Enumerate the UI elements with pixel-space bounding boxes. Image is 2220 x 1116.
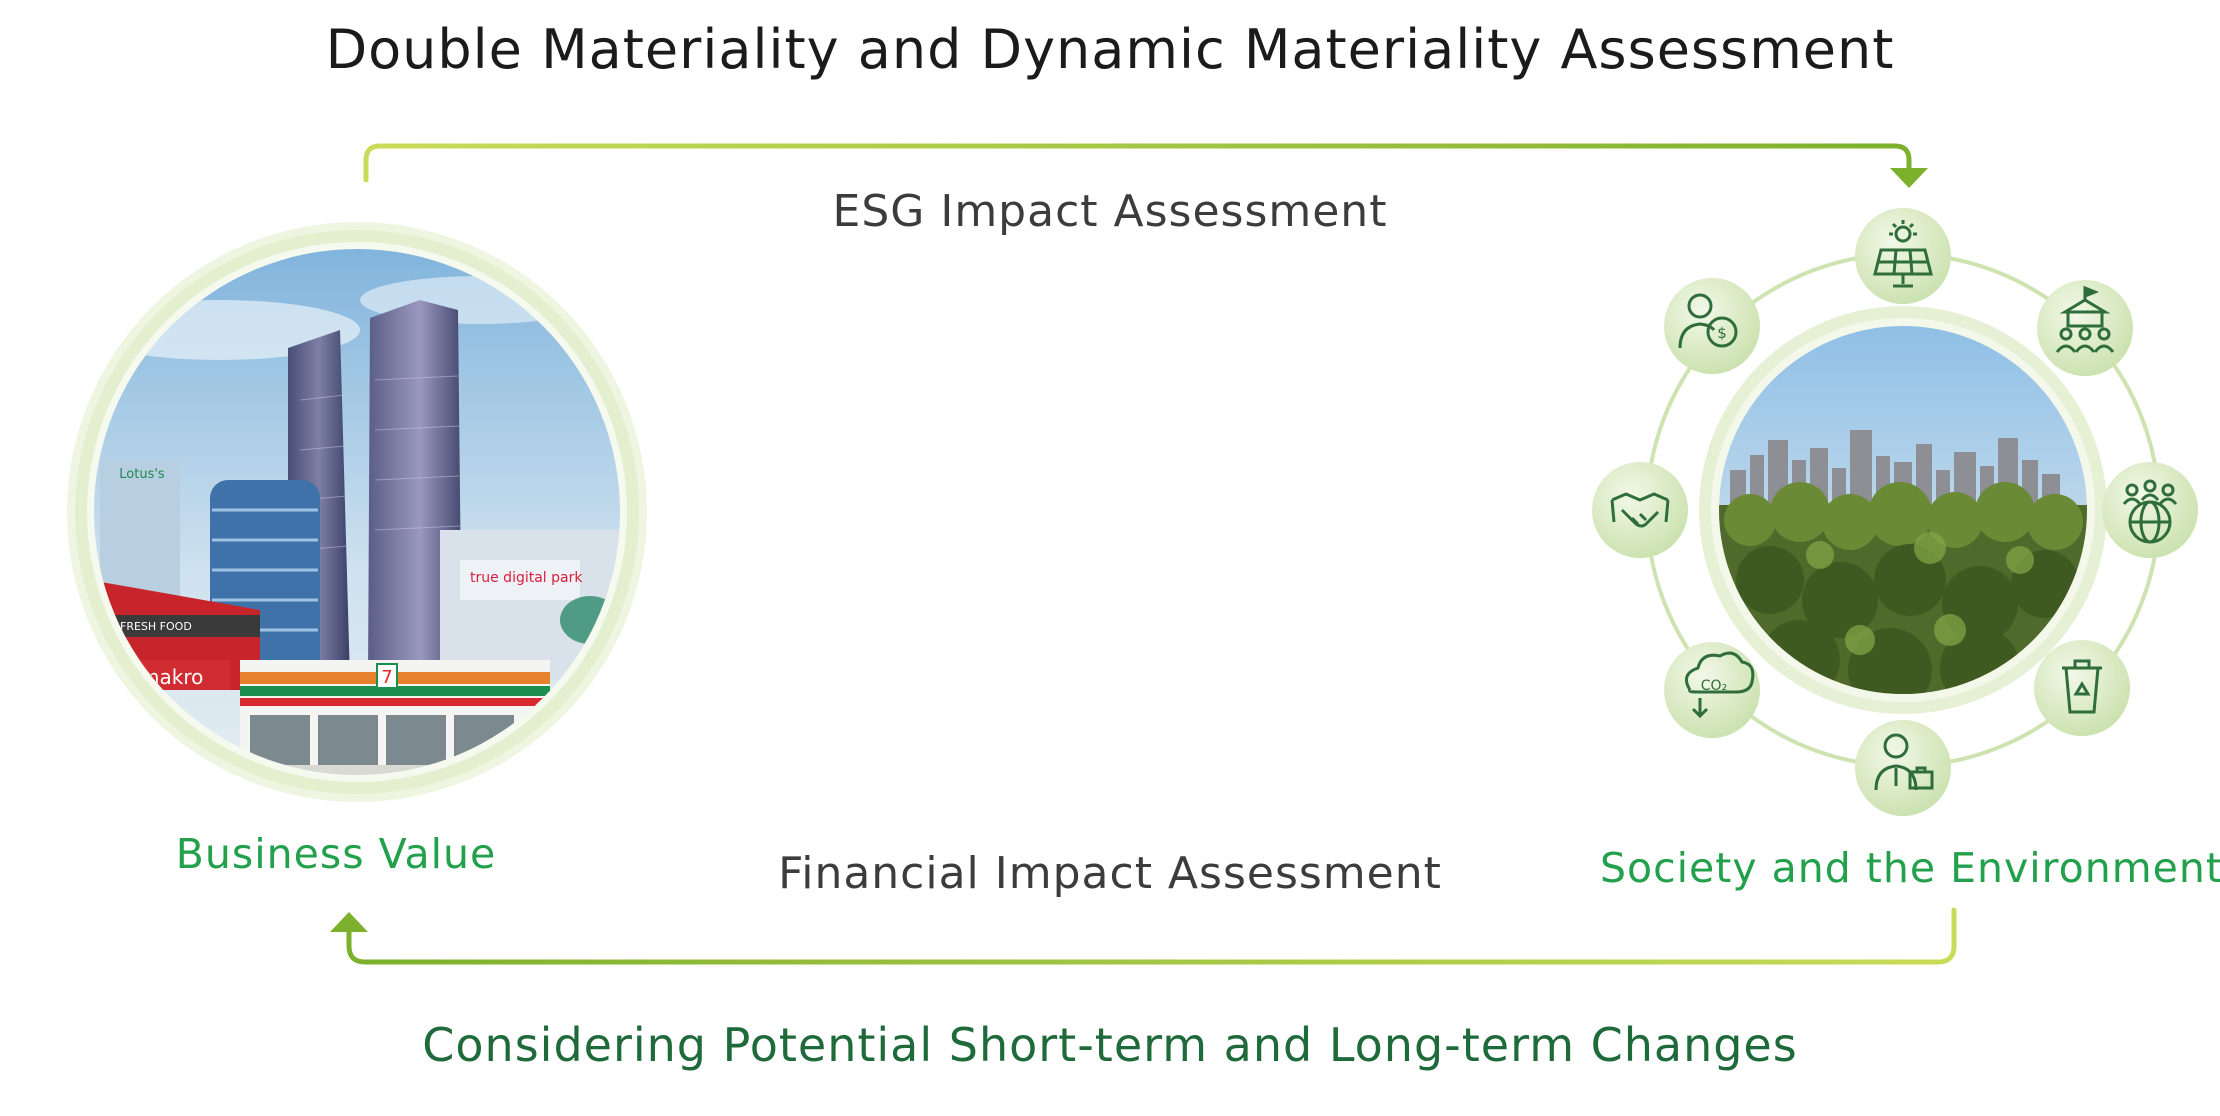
fresh-food-sign: FRESH FOOD bbox=[120, 620, 192, 633]
footer-caption: Considering Potential Short-term and Lon… bbox=[422, 1018, 1798, 1072]
diagram-title: Double Materiality and Dynamic Materiali… bbox=[325, 18, 1895, 81]
icon-badges: CO₂ $ bbox=[1592, 208, 2198, 816]
true-digital-park-sign: true digital park bbox=[470, 570, 583, 586]
handshake-icon bbox=[1592, 462, 1688, 558]
co2-reduction-icon: CO₂ bbox=[1664, 642, 1760, 738]
financial-impact-arrow bbox=[330, 907, 1957, 965]
svg-text:CO₂: CO₂ bbox=[1701, 678, 1727, 694]
bank-community-icon bbox=[2037, 280, 2133, 376]
investor-money-icon: $ bbox=[1664, 278, 1760, 374]
global-community-icon bbox=[2102, 462, 2198, 558]
society-environment-label: Society and the Environment bbox=[1600, 844, 2220, 892]
recycle-bin-icon bbox=[2034, 640, 2130, 736]
business-value-label: Business Value bbox=[175, 830, 497, 878]
solar-panel-icon bbox=[1855, 208, 1951, 304]
financial-impact-assessment-label: Financial Impact Assessment bbox=[778, 848, 1442, 899]
esg-impact-arrow bbox=[363, 143, 1928, 188]
business-value-circle: Lotus's true digital park FRESH FOOD mak… bbox=[67, 222, 647, 802]
lotus-sign: Lotus's bbox=[119, 467, 165, 482]
businessperson-icon bbox=[1855, 720, 1951, 816]
seven-eleven-sign: 7 bbox=[381, 667, 392, 688]
esg-impact-assessment-label: ESG Impact Assessment bbox=[832, 186, 1388, 237]
svg-text:$: $ bbox=[1717, 324, 1727, 342]
society-environment-circle bbox=[1645, 252, 2161, 768]
